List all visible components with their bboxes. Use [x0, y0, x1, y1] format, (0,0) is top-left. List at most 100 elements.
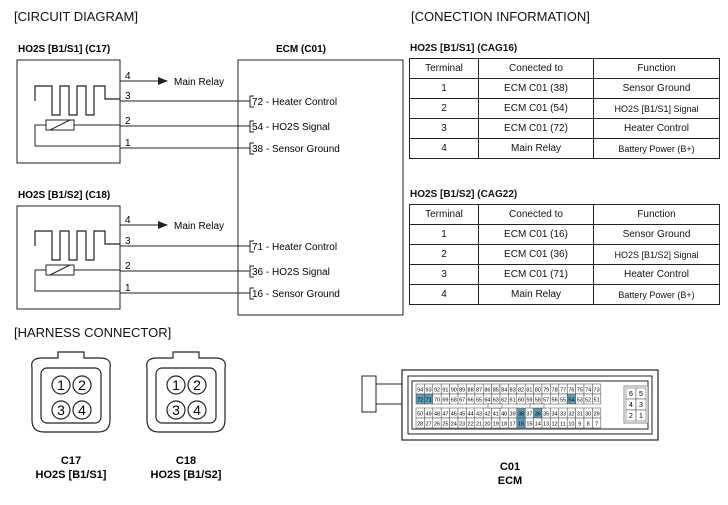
- column-header: Terminal: [409, 204, 479, 225]
- ecm-pin-number: 1: [639, 413, 643, 420]
- ecm-pin-number: 91: [442, 388, 448, 394]
- connector-pin: 3: [57, 402, 65, 418]
- ecm-pin-number: 93: [426, 388, 432, 394]
- table-cell: Sensor Ground: [593, 224, 720, 245]
- sensor1-box: [16, 59, 121, 164]
- table-row: 4 Main Relay Battery Power (B+): [409, 284, 720, 305]
- c18-name: HO2S [B1/S2]: [151, 469, 222, 481]
- c17-code: C17: [61, 455, 81, 467]
- table-cell: Heater Control: [593, 118, 720, 139]
- ecm-pin-number: 42: [484, 412, 490, 418]
- ecm-pin-cell: [592, 393, 602, 405]
- ecm-pin-number: 39: [510, 412, 516, 418]
- ecm-pin-number: 2: [629, 413, 633, 420]
- connection-table-2: Terminal Conected to Function 1 ECM C01 …: [409, 204, 720, 305]
- pin-label: 1: [125, 138, 131, 149]
- connector-pin: 2: [193, 377, 201, 393]
- ecm-pin-number: 70: [434, 398, 440, 404]
- ecm-code: C01: [500, 461, 520, 473]
- table-row: 2 ECM C01 (36) HO2S [B1/S2] Signal: [409, 244, 720, 265]
- table-row: 3 ECM C01 (72) Heater Control: [409, 118, 720, 139]
- connector-pin: 4: [193, 402, 201, 418]
- ecm-pin-number: 34: [552, 412, 558, 418]
- ecm-pin-number: 32: [568, 412, 574, 418]
- column-header: Terminal: [409, 58, 479, 79]
- ecm-pin-number: 6: [629, 391, 633, 398]
- connector-pin: 1: [57, 377, 65, 393]
- ecm-pin-number: 4: [629, 402, 633, 409]
- ecm-pin-number: 47: [442, 412, 448, 418]
- c18-connector: 1 2 3 4 C18 HO2S [B1/S2]: [146, 351, 226, 481]
- ecm-pin-number: 92: [434, 388, 440, 394]
- ecm-pin-number: 60: [518, 398, 524, 404]
- table-cell: 2: [409, 244, 479, 265]
- table-row: 1 ECM C01 (38) Sensor Ground: [409, 78, 720, 99]
- ecm-pin-number: 23: [459, 422, 465, 428]
- ecm-pin-number: 88: [468, 388, 474, 394]
- ecm-name: ECM: [498, 475, 522, 487]
- ecm-pin-number: 64: [484, 398, 490, 404]
- table-cell: 3: [409, 264, 479, 285]
- ecm-pin-number: 89: [459, 388, 465, 394]
- column-header: Conected to: [478, 204, 594, 225]
- pin-label: 3: [125, 236, 131, 247]
- ecm-pin-number: 29: [594, 412, 600, 418]
- ecm-pin-number: 78: [552, 388, 558, 394]
- ecm-terminal-label: 16 - Sensor Ground: [252, 289, 340, 300]
- ecm-pin-number: 48: [434, 412, 440, 418]
- table-cell: ECM C01 (16): [478, 224, 594, 245]
- ecm-pin-cell: [592, 417, 602, 429]
- heater-element: [34, 230, 120, 261]
- column-header: Conected to: [478, 58, 594, 79]
- ecm-pin-number: 24: [451, 422, 457, 428]
- ecm-pin-number: 61: [510, 398, 516, 404]
- table-row: 3 ECM C01 (71) Heater Control: [409, 264, 720, 285]
- ecm-pin-number: 51: [594, 398, 600, 404]
- pin-label: 2: [125, 261, 131, 272]
- ecm-pin-number: 7: [595, 422, 598, 428]
- ecm-pin-number: 52: [585, 398, 591, 404]
- table-cell: Main Relay: [478, 138, 594, 159]
- table1-title: HO2S [B1/S1] (CAG16): [410, 43, 518, 54]
- heater-element: [34, 85, 120, 116]
- ecm-pin-number: 21: [476, 422, 482, 428]
- ecm-pin-number: 75: [577, 388, 583, 394]
- table-cell: HO2S [B1/S1] Signal: [593, 98, 720, 119]
- ecm-pin-number: 17: [510, 422, 516, 428]
- ecm-pin-number: 53: [577, 398, 583, 404]
- ecm-pin-number: 43: [476, 412, 482, 418]
- ecm-key-block: [487, 403, 503, 409]
- table-header-row: Terminal Conected to Function: [409, 204, 720, 225]
- ecm-pin-number: 14: [535, 422, 541, 428]
- ecm-pin-number: 37: [526, 412, 532, 418]
- sensor2-circuit: Main Relay 4 3 2 1 71 - Heater Control 3…: [16, 205, 340, 310]
- main-relay-label: Main Relay: [174, 77, 224, 88]
- ecm-title: ECM (C01): [276, 44, 326, 55]
- pin-label: 1: [125, 283, 131, 294]
- table-cell: Battery Power (B+): [593, 284, 720, 305]
- ecm-pin-number: 8: [587, 422, 590, 428]
- table-cell: Sensor Ground: [593, 78, 720, 99]
- connector-pin: 4: [78, 402, 86, 418]
- ecm-pin-number: 73: [594, 388, 600, 394]
- ecm-pin-number: 50: [417, 412, 423, 418]
- ecm-pin-number: 56: [552, 398, 558, 404]
- ecm-terminal-label: 71 - Heater Control: [252, 242, 337, 253]
- pin-label: 3: [125, 91, 131, 102]
- ecm-pin-number: 16: [518, 422, 524, 428]
- ecm-pin-number: 71: [426, 398, 432, 404]
- ecm-pin-number: 13: [543, 422, 549, 428]
- table-cell: 4: [409, 138, 479, 159]
- ecm-pin-number: 69: [442, 398, 448, 404]
- ecm-pin-number: 80: [535, 388, 541, 394]
- ecm-pin-number: 3: [639, 402, 643, 409]
- sensor1-circuit: Main Relay 4 3 2 1 72 - Heater Control 5…: [16, 59, 340, 164]
- ecm-pin-number: 87: [476, 388, 482, 394]
- table-cell: 2: [409, 98, 479, 119]
- table-cell: Main Relay: [478, 284, 594, 305]
- ecm-pin-number: 49: [426, 412, 432, 418]
- ecm-pin-number: 65: [476, 398, 482, 404]
- sensor1-title: HO2S [B1/S1] (C17): [18, 44, 110, 55]
